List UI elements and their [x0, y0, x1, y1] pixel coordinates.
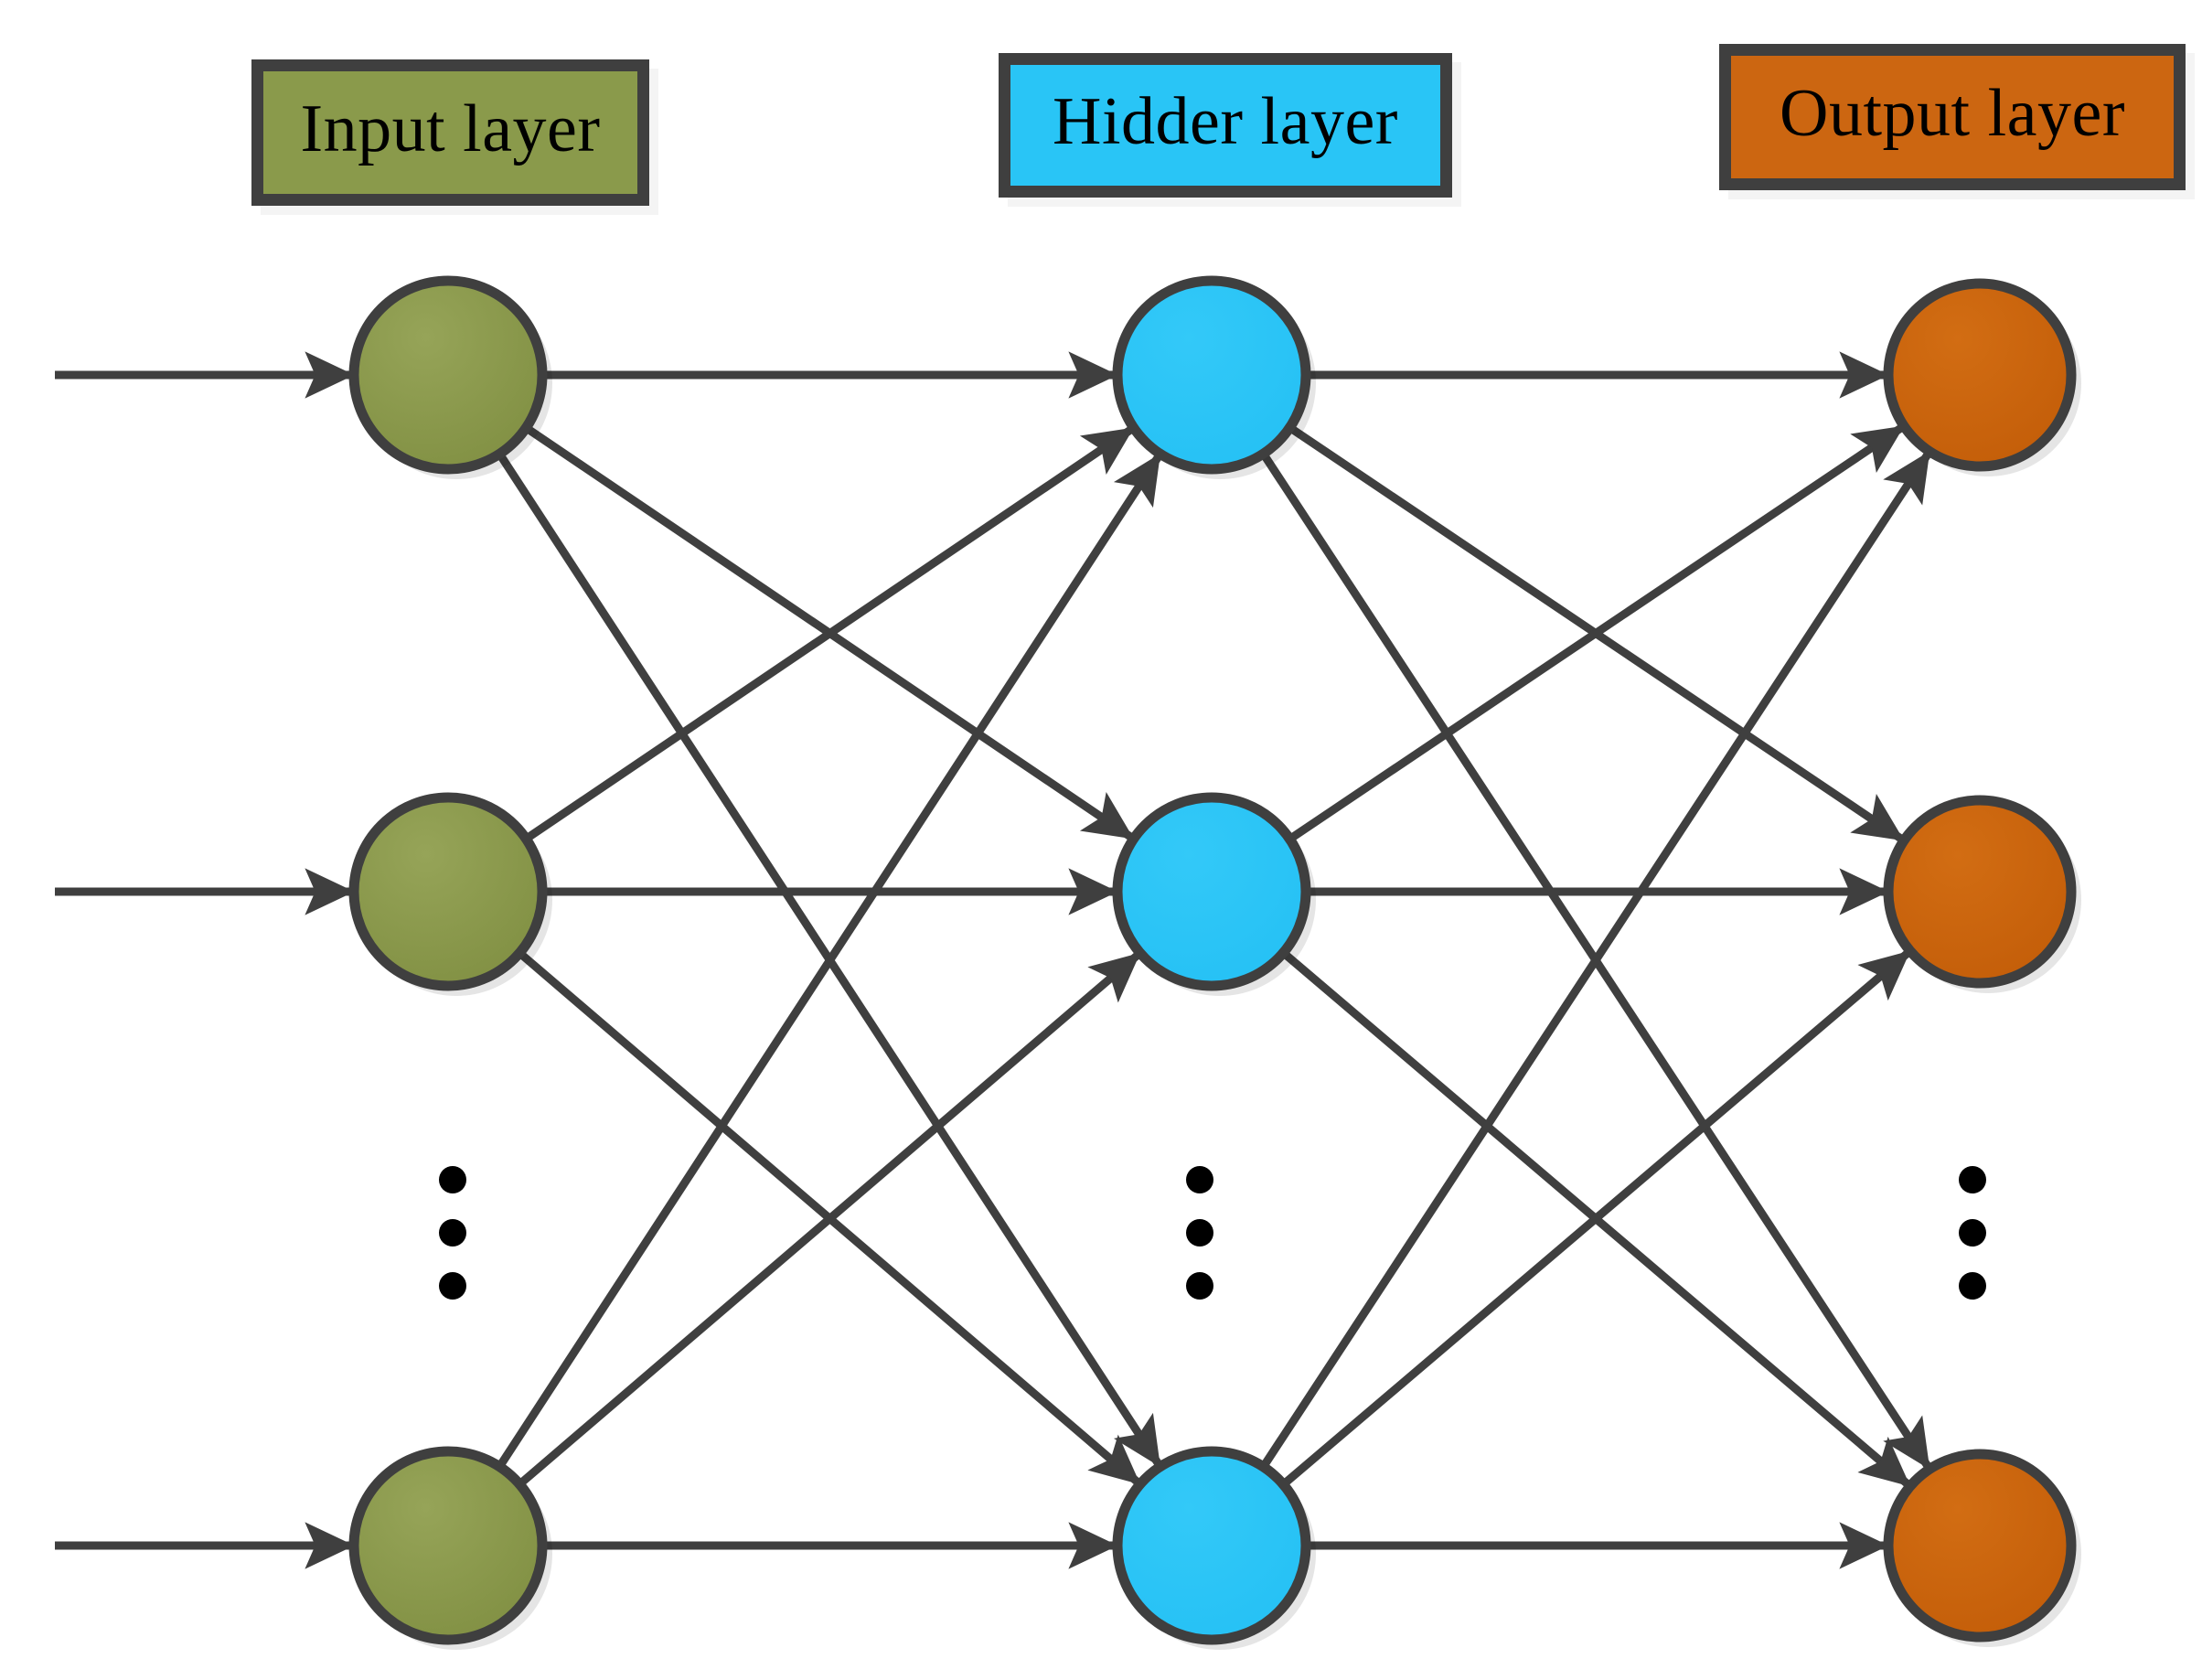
edge-hidden-3-to-output-2 — [1280, 950, 1911, 1488]
node-input-1[interactable] — [348, 275, 548, 475]
edge-group — [55, 351, 1931, 1569]
ellipsis-dot-input-3 — [439, 1272, 466, 1300]
node-output-3[interactable] — [1883, 1449, 2077, 1643]
node-input-2[interactable] — [348, 792, 548, 991]
hidden-layer-label: Hidder layer — [999, 53, 1452, 198]
edge-hidden-3-to-output-1 — [1259, 451, 1931, 1470]
node-input-3[interactable] — [348, 1446, 548, 1645]
ellipsis-dot-output-2 — [1959, 1219, 1986, 1247]
ellipsis-dot-hidden-3 — [1186, 1272, 1213, 1300]
ellipsis-dot-input-1 — [439, 1166, 466, 1193]
hidden-layer-label-text: Hidder layer — [1053, 84, 1398, 159]
input-layer-label-text: Input layer — [300, 91, 601, 166]
node-output-1[interactable] — [1883, 278, 2077, 472]
edge-input-2-to-hidden-1 — [523, 426, 1135, 843]
node-hidden-1[interactable] — [1112, 275, 1311, 475]
ellipsis-dot-hidden-2 — [1186, 1219, 1213, 1247]
ellipsis-dot-output-1 — [1959, 1166, 1986, 1193]
node-hidden-3[interactable] — [1112, 1446, 1311, 1645]
edge-hidden-2-to-output-1 — [1287, 424, 1905, 843]
node-group — [348, 275, 2081, 1650]
ellipsis-dot-output-3 — [1959, 1272, 1986, 1300]
input-layer-label: Input layer — [251, 59, 649, 206]
output-layer-label: Output layer — [1719, 44, 2186, 190]
node-hidden-2[interactable] — [1112, 792, 1311, 991]
ellipsis-group — [439, 1166, 1986, 1300]
edge-input-3-to-hidden-2 — [517, 952, 1141, 1488]
ellipsis-dot-input-2 — [439, 1219, 466, 1247]
edge-input-3-to-hidden-1 — [496, 453, 1161, 1470]
ellipsis-dot-hidden-1 — [1186, 1166, 1213, 1193]
output-layer-label-text: Output layer — [1780, 76, 2125, 151]
node-output-2[interactable] — [1883, 795, 2077, 989]
